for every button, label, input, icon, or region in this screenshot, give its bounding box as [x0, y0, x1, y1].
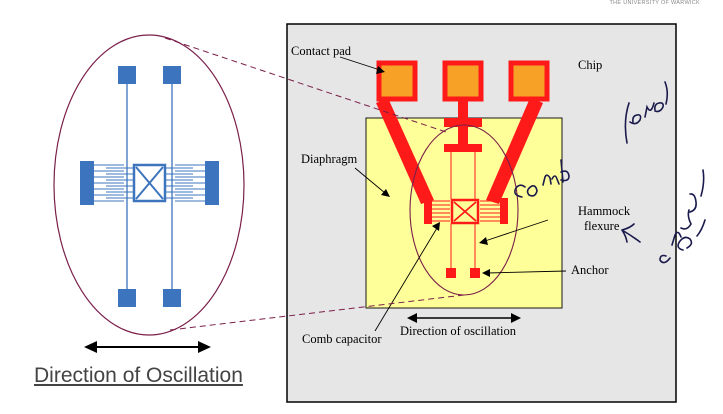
leader-diaphragm-head [381, 189, 390, 197]
device-ellipse [409, 124, 519, 296]
label-anchor: Anchor [571, 263, 609, 277]
trace-left [376, 98, 434, 204]
scribble-comb-drawing [514, 159, 570, 198]
scribble-support-drawing [659, 169, 706, 264]
label-diaphragm: Diaphragm [301, 152, 358, 166]
leader-comb-capacitor [374, 227, 438, 332]
zoom-stator-right [205, 161, 219, 205]
leader-contact-pad [339, 56, 381, 71]
zoom-anchor-top-left [118, 66, 136, 84]
small-arrow-head-left [407, 313, 417, 323]
scribble-lever-drawing [624, 81, 669, 144]
trace-center-cap [444, 144, 482, 152]
trace-center-upper [458, 98, 468, 120]
device-comb-fingers [432, 200, 500, 222]
leader-hammock [484, 219, 549, 242]
device-anchor-right [470, 268, 480, 278]
leader-diaphragm [354, 167, 386, 194]
university-brand: THE UNIVERSITY OF WARWICK [609, 0, 700, 6]
device-mass-cross-b [453, 201, 477, 222]
big-direction-caption: Direction of Oscillation [34, 364, 243, 387]
device-anchor-left [446, 268, 456, 278]
zoom-anchor-top-right [163, 66, 181, 84]
big-arrow-head-right [198, 341, 211, 353]
trace-center-lower [458, 127, 468, 146]
leader-anchor [487, 270, 567, 274]
label-comb-capacitor: Comb capacitor [302, 332, 382, 346]
zoom-stator-left [80, 161, 94, 205]
contact-pad-right [508, 60, 550, 102]
zoom-anchor-bottom-left [118, 289, 136, 307]
scribble-arrow [621, 223, 641, 243]
leader-contact-pad-head [376, 66, 385, 74]
handwriting [514, 81, 706, 264]
zoom-anchor-bottom-right [163, 289, 181, 307]
trace-center-bar [444, 118, 482, 127]
leader-comb-capacitor-head [432, 222, 440, 231]
label-hammock: Hammock [578, 204, 631, 218]
big-arrow-head-left [84, 341, 97, 353]
chip-view: Contact pad Chip Diaphragm Hammock flexu… [286, 23, 677, 403]
device-stator-left [424, 198, 432, 224]
zoom-comb-fingers [94, 164, 205, 202]
contact-pad-left [376, 60, 418, 102]
label-chip: Chip [578, 58, 602, 72]
small-arrow-head-right [511, 313, 521, 323]
device-stator-right [500, 198, 508, 224]
zoom-ellipse [53, 34, 245, 336]
zoom-view [53, 34, 245, 353]
zoom-mass-cross-b [135, 166, 164, 200]
contact-pad-center [442, 60, 484, 102]
leader-anchor-head [482, 269, 490, 277]
label-direction-small: Direction of oscillation [400, 324, 517, 338]
label-flexure: flexure [584, 219, 620, 233]
leader-hammock-head [479, 237, 488, 245]
label-contact-pad: Contact pad [291, 44, 352, 58]
trace-right [486, 98, 543, 204]
